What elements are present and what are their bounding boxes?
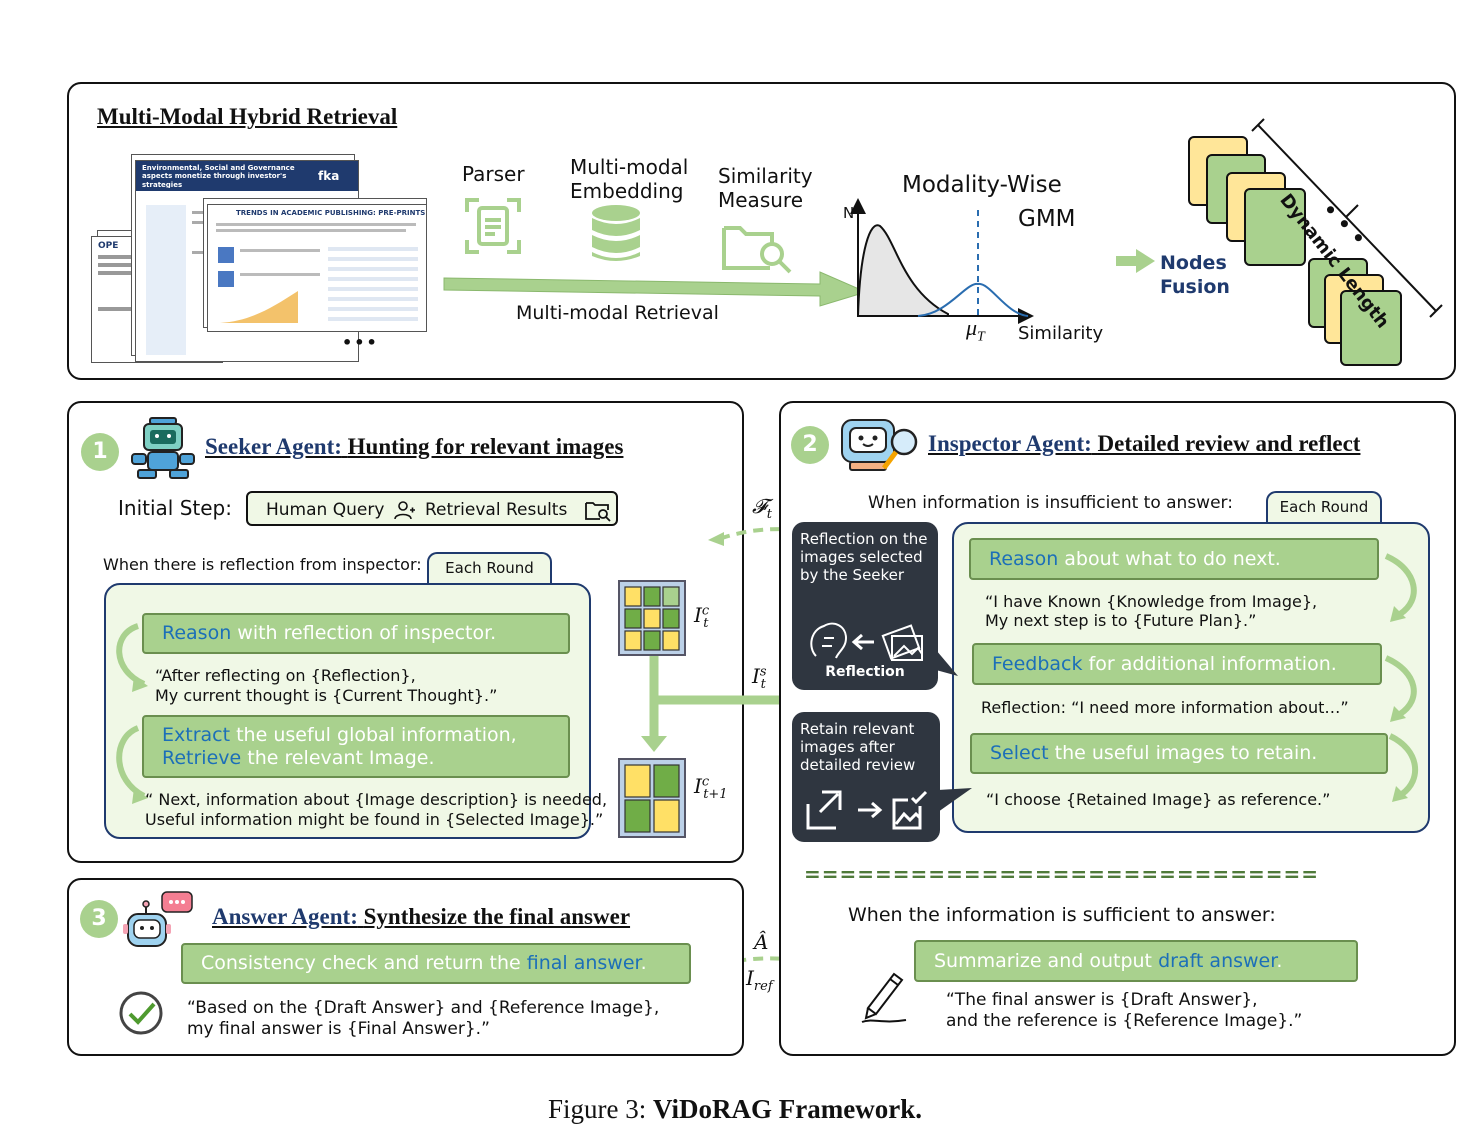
parser-icon <box>463 196 523 260</box>
is-t-label: Ist <box>752 664 767 692</box>
sufficient-prompt: When the information is sufficient to an… <box>848 904 1276 926</box>
seeker-quote2-line1: “ Next, information about {Image descrip… <box>145 790 608 809</box>
answer-number: 3 <box>80 900 118 938</box>
more-documents-ellipsis: ••• <box>342 333 379 352</box>
retain-bubble-tail <box>938 788 972 812</box>
pencil-icon <box>858 968 910 1030</box>
parser-label: Parser <box>462 162 525 186</box>
reflection-bubble-line1: Reflection on the <box>800 530 928 548</box>
doc-brand: fka <box>318 169 340 183</box>
initial-step-box: Human Query Retrieval Results <box>246 491 618 526</box>
seeker-quote1-line2: My current thought is {Current Thought}.… <box>155 686 498 705</box>
dynamic-length-bracket <box>1251 118 1443 318</box>
reflection-bubble-line3: by the Seeker <box>800 566 905 584</box>
summarize-box: Summarize and output draft answer. <box>914 940 1358 982</box>
answer-quote-line2: my final answer is {Final Answer}.” <box>187 1019 490 1039</box>
seeker-title: Seeker Agent: Hunting for relevant image… <box>205 434 624 459</box>
answer-title: Answer Agent: Synthesize the final answe… <box>212 904 631 929</box>
inspector-each-round-tab: Each Round <box>1266 491 1382 524</box>
embedding-label-2: Embedding <box>570 179 684 203</box>
expand-to-image-icon <box>806 790 928 830</box>
f-t-label: 𝓕t <box>752 494 772 522</box>
database-icon <box>590 204 642 268</box>
inspector-feedback-box: Feedback for additional information. <box>972 643 1382 685</box>
insufficient-prompt: When information is insufficient to answ… <box>868 493 1233 513</box>
nodes-fusion-label-2: Fusion <box>1160 276 1230 298</box>
answer-quote-line1: “Based on the {Draft Answer} and {Refere… <box>187 998 660 1018</box>
gmm-mu: μT <box>966 315 985 345</box>
seeker-quote2-line2: Useful information might be found in {Se… <box>145 810 604 829</box>
retrieval-title: Multi-Modal Hybrid Retrieval <box>97 104 398 129</box>
brain-to-images-icon <box>810 622 923 661</box>
initial-step-label: Initial Step: <box>118 496 232 520</box>
folder-search-small-icon <box>585 502 611 522</box>
seeker-quote1-line1: “After reflecting on {Reflection}, <box>155 666 416 685</box>
retain-bubble-line1: Retain relevant <box>800 720 915 738</box>
inspector-reason-box: Reason about what to do next. <box>969 538 1379 580</box>
a-hat-label: Â <box>754 930 769 954</box>
check-circle-icon <box>118 990 164 1040</box>
embedding-label-1: Multi-modal <box>570 155 689 179</box>
fused-nodes <box>1180 130 1410 370</box>
gmm-title-1: Modality-Wise <box>902 172 1062 198</box>
candidate-images-grid <box>618 580 686 656</box>
next-candidate-images <box>618 758 686 838</box>
inspector-title: Inspector Agent: Detailed review and ref… <box>928 431 1361 456</box>
user-icon <box>394 501 415 520</box>
retain-bubble: Retain relevant images after detailed re… <box>792 712 940 842</box>
seeker-extract-box: Extract the useful global information, R… <box>142 715 570 778</box>
inspector-quote1-line2: My next step is to {Future Plan}.” <box>985 611 1257 630</box>
inspector-number: 2 <box>791 426 829 464</box>
reflection-bubble: Reflection on the images selected by the… <box>792 522 938 690</box>
folder-search-icon <box>722 216 794 278</box>
inspector-quote2: “I choose {Retained Image} as reference.… <box>986 790 1331 809</box>
inspector-quote1-line1: “I have Known {Knowledge from Image}, <box>985 592 1318 611</box>
i-ref-label: Iref <box>746 966 773 994</box>
document-stack: OPE Environmental, Social and Governance… <box>85 150 430 363</box>
multimodal-retrieval-label: Multi-modal Retrieval <box>516 302 719 324</box>
consistency-box: Consistency check and return the final a… <box>181 943 691 984</box>
fusion-arrow <box>1116 249 1155 273</box>
retain-bubble-line2: images after <box>800 738 895 756</box>
ic-t-label: Ict <box>694 603 710 631</box>
reflection-caption: Reflection <box>825 664 905 680</box>
multimodal-retrieval-arrow <box>443 271 868 307</box>
doc-back-title: Environmental, Social and Governance asp… <box>142 164 295 188</box>
seeker-number: 1 <box>81 433 119 471</box>
inspector-reflection-quote: Reflection: “I need more information abo… <box>981 698 1349 717</box>
reflection-bubble-tail <box>936 650 958 676</box>
inspector-quote3-line1: “The final answer is {Draft Answer}, <box>946 990 1258 1010</box>
inspector-flow-arrows <box>1384 553 1419 802</box>
reflection-bubble-line2: images selected <box>800 548 923 566</box>
figure-caption: Figure 3: ViDoRAG Framework. <box>548 1094 922 1124</box>
gmm-axis-x: Similarity <box>1018 323 1104 344</box>
doc-side-label: OPE <box>98 241 119 251</box>
ic-next-label: Ict+1 <box>694 774 728 802</box>
feedback-dashed-arrow <box>708 527 815 546</box>
reflection-prompt: When there is reflection from inspector: <box>103 555 422 574</box>
retain-bubble-line3: detailed review <box>800 756 916 774</box>
gmm-title-2: GMM <box>1018 206 1076 232</box>
answer-robot-icon <box>122 890 194 954</box>
human-query-label: Human Query <box>266 500 385 520</box>
gmm-plot <box>850 198 1034 324</box>
section-divider: ============================= <box>804 862 1319 886</box>
seeker-flow-arrows <box>116 623 148 804</box>
seeker-reason-box: Reason with reflection of inspector. <box>142 613 570 654</box>
similarity-label-1: Similarity <box>718 164 813 188</box>
similarity-label-2: Measure <box>718 188 803 212</box>
retrieval-results-label: Retrieval Results <box>425 500 568 520</box>
nodes-fusion-label-1: Nodes <box>1160 252 1227 274</box>
inspector-robot-icon <box>838 414 922 478</box>
doc-front-title: TRENDS IN ACADEMIC PUBLISHING: PRE-PRINT… <box>236 209 426 217</box>
seeker-each-round-tab: Each Round <box>427 552 552 585</box>
seeker-robot-icon <box>130 416 196 484</box>
inspector-select-box: Select the useful images to retain. <box>970 733 1388 774</box>
gmm-axis-y: N <box>843 204 855 222</box>
inspector-quote3-line2: and the reference is {Reference Image}.” <box>946 1011 1303 1031</box>
